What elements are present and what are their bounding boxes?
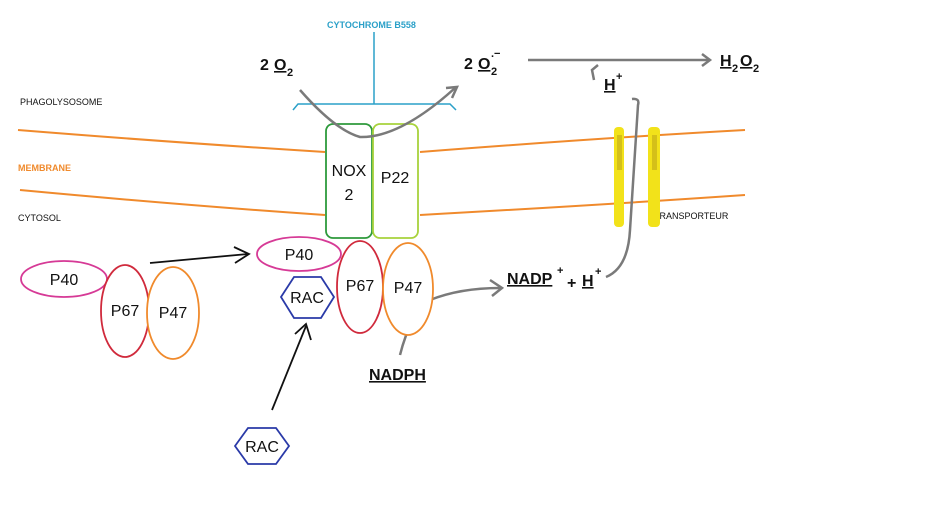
o2-to-superoxide-arrowhead (445, 85, 460, 99)
svg-text:2: 2 (260, 57, 269, 74)
complex-p47 (382, 242, 434, 336)
svg-text:+: + (557, 265, 563, 277)
svg-text:NADP: NADP (507, 271, 553, 288)
o2-label: 2 O 2 (260, 57, 293, 79)
h-plus-lumen-label: H + (604, 71, 622, 94)
membrane-outer-right (419, 129, 746, 153)
svg-text:2: 2 (464, 56, 473, 73)
membrane (17, 129, 746, 216)
membrane-inner-left (19, 189, 326, 216)
nadph-to-nadp-arrowhead (489, 278, 505, 297)
rac-activation-arrowhead (294, 322, 312, 341)
transporter-right-core (652, 135, 657, 170)
cytosol-p40-label: P40 (50, 272, 79, 289)
phagolysosome-label: PHAGOLYSOSOME (20, 97, 102, 107)
superoxide-to-h2o2-arrowhead (701, 53, 713, 67)
transporteur-label: TRANSPORTEUR (654, 211, 729, 221)
superoxide-label: 2 O 2 .− (464, 48, 500, 78)
h2o2-label: H 2 O 2 (720, 53, 759, 75)
complex-rac (279, 276, 336, 319)
o2-to-superoxide-arrow (299, 87, 456, 139)
complex-p40 (256, 236, 342, 272)
nadp-label: NADP + + H + (507, 265, 601, 292)
h-transport-arrow (605, 97, 640, 279)
p22-protein (372, 123, 419, 239)
cytochrome-label: CYTOCHROME B558 (327, 20, 416, 30)
svg-text:.−: .− (491, 48, 500, 60)
svg-text:O: O (274, 57, 286, 74)
nadph-label: NADPH (369, 367, 426, 384)
transporter-left-core (617, 135, 622, 170)
complex-rac-label: RAC (290, 290, 324, 307)
nox2-label-line2: 2 (345, 187, 354, 204)
svg-text:+: + (616, 71, 622, 83)
membrane-label: MEMBRANE (18, 163, 71, 173)
svg-text:+: + (595, 266, 601, 278)
rac-activation-arrow (271, 325, 307, 411)
p22-label: P22 (381, 170, 410, 187)
complex-p67-label: P67 (346, 278, 375, 295)
svg-text:O: O (740, 53, 752, 70)
svg-text:H: H (604, 77, 616, 94)
cytochrome-bracket (292, 32, 457, 111)
nox2-label-line1: NOX (332, 163, 367, 180)
cytosol-p47-label: P47 (159, 305, 188, 322)
svg-text:2: 2 (732, 63, 738, 75)
cytosol-rac (233, 427, 291, 465)
nox2-protein (325, 123, 373, 239)
cytosol-rac-label: RAC (245, 439, 279, 456)
membrane-inner-right (419, 194, 746, 216)
complex-p40-label: P40 (285, 247, 314, 264)
membrane-outer-left (17, 129, 326, 153)
cytosol-label: CYTOSOL (18, 213, 61, 223)
cytosol-p67-label: P67 (111, 303, 140, 320)
h-plus-hook (590, 64, 599, 81)
translocation-arrowhead (233, 246, 251, 264)
svg-text:2: 2 (753, 63, 759, 75)
svg-text:H: H (720, 53, 732, 70)
complex-p47-label: P47 (394, 280, 423, 297)
svg-text:H: H (582, 273, 594, 290)
svg-text:2: 2 (287, 67, 293, 79)
translocation-arrow (149, 253, 249, 264)
svg-text:+: + (567, 275, 576, 292)
svg-text:2: 2 (491, 66, 497, 78)
svg-text:O: O (478, 56, 490, 73)
cytosol-p47 (146, 266, 200, 360)
